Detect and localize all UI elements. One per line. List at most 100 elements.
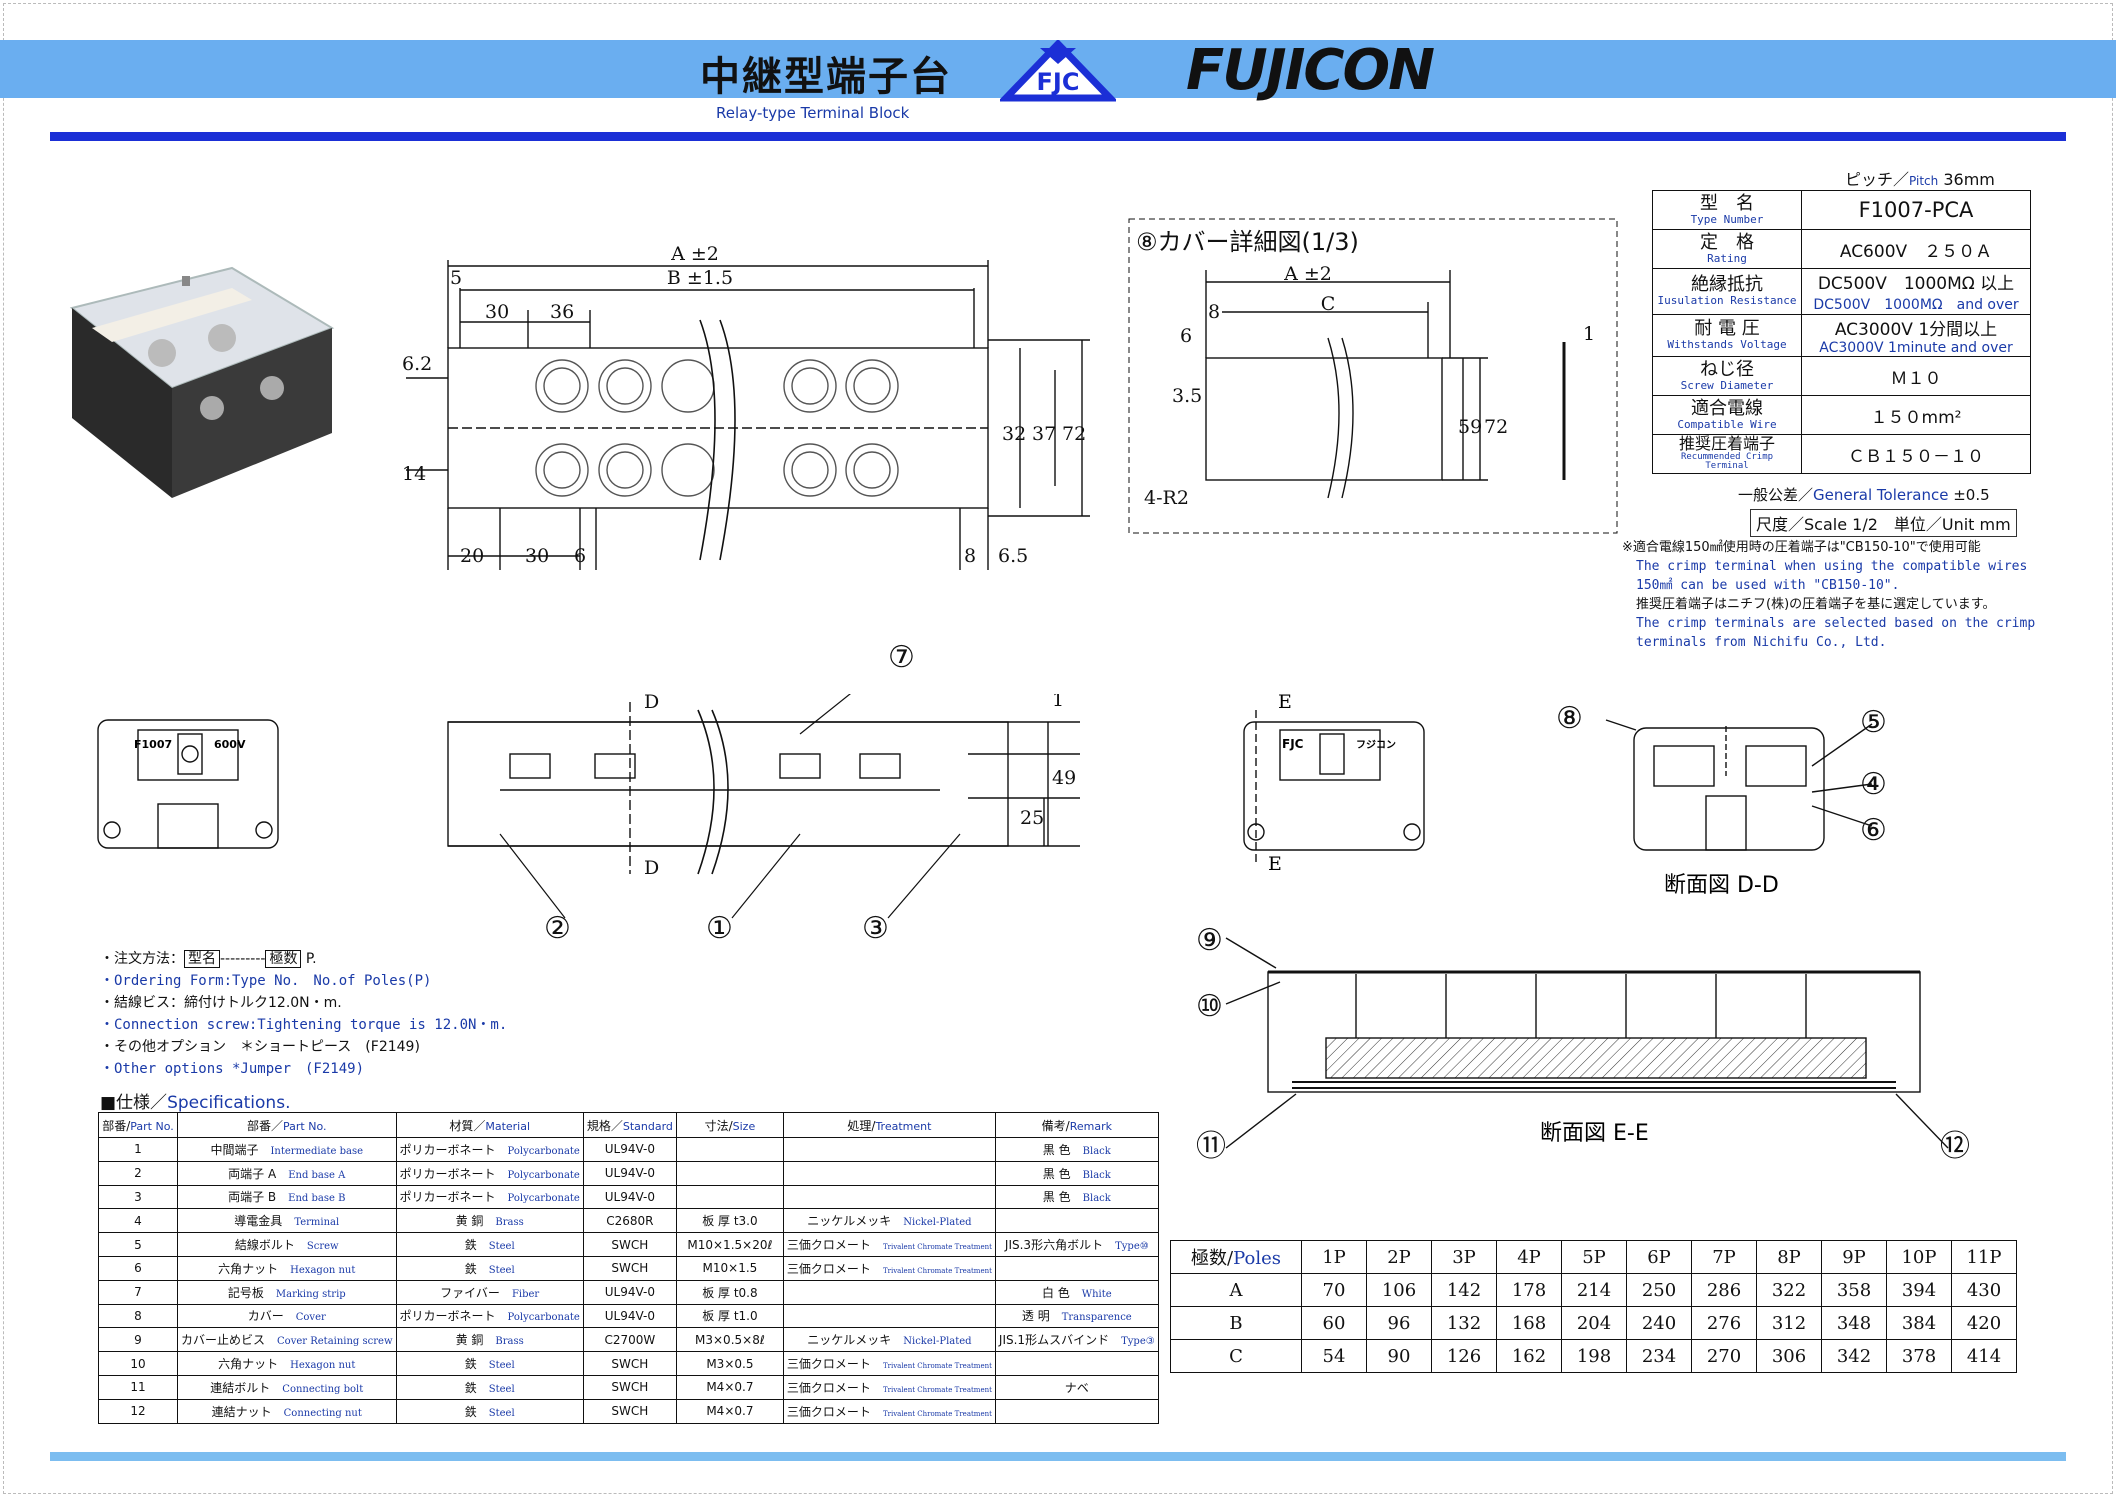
parts-header-en: Standard xyxy=(622,1119,673,1133)
poles-cell: 240 xyxy=(1626,1306,1692,1340)
callout-9: ⑨ xyxy=(1196,923,1223,958)
poles-column-header: 2P xyxy=(1366,1240,1432,1274)
parts-cell-no: 8 xyxy=(98,1303,178,1329)
callout-5: ⑤ xyxy=(1860,705,1887,740)
parts-header-en: Material xyxy=(485,1119,531,1133)
parts-cell-text: 鉄 xyxy=(464,1380,477,1395)
parts-cell-treat: 三価クロメート Trivalent Chromate Treatment xyxy=(782,1398,996,1424)
parts-cell-std: SWCH xyxy=(582,1374,677,1400)
parts-cell-text: C2700W xyxy=(604,1332,656,1347)
parts-cell-text: 10 xyxy=(130,1356,146,1371)
callout-3: ③ xyxy=(862,911,889,944)
parts-header-cell: 備考/Remark xyxy=(994,1112,1159,1138)
poles-row-label: A xyxy=(1170,1273,1302,1307)
order-method-label: ・注文方法： xyxy=(100,951,184,967)
section-d-bottom: D xyxy=(644,857,659,879)
pitch-en: Pitch xyxy=(1909,174,1939,188)
poles-cell: 420 xyxy=(1951,1306,2017,1340)
parts-cell-size: M10×1.5×20ℓ xyxy=(675,1232,784,1257)
parts-cell-rem: 透 明 Transparence xyxy=(994,1303,1159,1329)
parts-cell-en: Trivalent Chromate Treatment xyxy=(882,1385,992,1394)
parts-cell-en: Connecting bolt xyxy=(282,1383,364,1395)
parts-cell-name: カバー止めビス Cover Retaining screw xyxy=(177,1327,397,1353)
parts-cell-mat: 黄 銅 Brass xyxy=(395,1208,584,1234)
crimp-note-line: terminals from Nichifu Co., Ltd. xyxy=(1636,635,1887,650)
parts-cell-text: JIS.1形ムスバインド xyxy=(998,1333,1110,1348)
callout-7: ⑦ xyxy=(888,640,915,675)
parts-cell-en: Brass xyxy=(495,1217,524,1229)
parts-cell-text: 3 xyxy=(134,1189,142,1204)
parts-cell-en: Steel xyxy=(488,1360,515,1372)
parts-cell-rem: 黒 色 Black xyxy=(994,1160,1159,1186)
poles-cell: 96 xyxy=(1366,1306,1432,1340)
parts-cell-text: SWCH xyxy=(611,1380,649,1395)
parts-cell-text: 板 厚 t0.8 xyxy=(702,1285,758,1300)
parts-cell-text: 7 xyxy=(134,1285,142,1300)
parts-cell-size xyxy=(675,1160,784,1186)
callout-12: ⑫ xyxy=(1940,1129,1970,1164)
parts-cell-text: UL94V-0 xyxy=(604,1308,655,1323)
parts-cell-en: Trivalent Chromate Treatment xyxy=(882,1266,992,1275)
parts-cell-text: ポリカーボネート xyxy=(399,1142,496,1157)
parts-cell-treat: ニッケルメッキ Nickel-Plated xyxy=(782,1327,996,1353)
side-view-left: F1007 600V xyxy=(97,719,279,849)
parts-cell-rem: JIS.3形六角ボルト Type⑩ xyxy=(994,1232,1159,1257)
spec-label-en: Screw Diameter xyxy=(1680,378,1774,392)
parts-cell-en: Marking strip xyxy=(275,1288,346,1300)
callout-6: ⑥ xyxy=(1860,813,1887,848)
page-title: 中継型端子台 xyxy=(700,54,952,100)
spec-value: ＣＢ１５０－１０ xyxy=(1801,434,2031,474)
parts-cell-en: Trivalent Chromate Treatment xyxy=(882,1409,992,1418)
cover-dim-r2: 4-R2 xyxy=(1144,487,1189,509)
parts-header-en: Treatment xyxy=(875,1119,932,1133)
poles-cell: 60 xyxy=(1301,1306,1367,1340)
spec-label-en: Rating xyxy=(1707,251,1747,265)
parts-header-en: Remark xyxy=(1069,1119,1112,1133)
poles-cell: 162 xyxy=(1496,1339,1562,1373)
parts-cell-en: End base B xyxy=(288,1193,346,1205)
section-dd-caption: 断面図 D-D xyxy=(1664,873,1779,898)
dim-49: 49 xyxy=(1052,767,1076,789)
poles-header-en: Poles xyxy=(1233,1248,1281,1269)
parts-cell-text: 連結ナット xyxy=(211,1404,272,1419)
parts-header-jp: 処理/ xyxy=(847,1118,876,1133)
parts-cell-en: Brass xyxy=(495,1336,524,1348)
parts-cell-text: 黄 銅 xyxy=(455,1333,484,1348)
pitch-label: ピッチ／Pitch 36mm xyxy=(1845,166,1995,190)
poles-cell: 306 xyxy=(1756,1339,1822,1373)
poles-column-header: 10P xyxy=(1886,1240,1952,1274)
spec-value-text: AC3000V 1分間以上 xyxy=(1834,320,1998,340)
poles-cell: 394 xyxy=(1886,1273,1952,1307)
fjc-logo-text: FJC xyxy=(1037,68,1080,96)
parts-cell-std: UL94V-0 xyxy=(582,1184,677,1210)
parts-cell-size: M10×1.5 xyxy=(675,1255,784,1281)
parts-heading: ■仕様／Specifications. xyxy=(100,1088,290,1113)
parts-cell-text: 黒 色 xyxy=(1042,1142,1071,1157)
parts-cell-rem: 黒 色 Black xyxy=(994,1184,1159,1210)
section-ee-drawing: ⑨ ⑩ ⑪ ⑫ 断面図 E-E xyxy=(1196,923,1970,1164)
section-e-top: E xyxy=(1278,691,1292,713)
parts-cell-mat: 黄 銅 Brass xyxy=(395,1327,584,1353)
parts-cell-text: 三価クロメート xyxy=(786,1238,871,1253)
parts-cell-treat: 三価クロメート Trivalent Chromate Treatment xyxy=(782,1374,996,1400)
spec-value-text: ＣＢ１５０－１０ xyxy=(1848,446,1984,467)
parts-cell-std: UL94V-0 xyxy=(582,1160,677,1186)
parts-cell-en: Type③ xyxy=(1121,1336,1155,1348)
poles-cell: 234 xyxy=(1626,1339,1692,1373)
cover-dim-c: C xyxy=(1321,293,1336,315)
parts-cell-text: 鉄 xyxy=(464,1404,477,1419)
section-d-top: D xyxy=(644,694,659,713)
poles-cell: 286 xyxy=(1691,1273,1757,1307)
parts-cell-en: Connecting nut xyxy=(283,1407,362,1419)
poles-cell: 430 xyxy=(1951,1273,2017,1307)
